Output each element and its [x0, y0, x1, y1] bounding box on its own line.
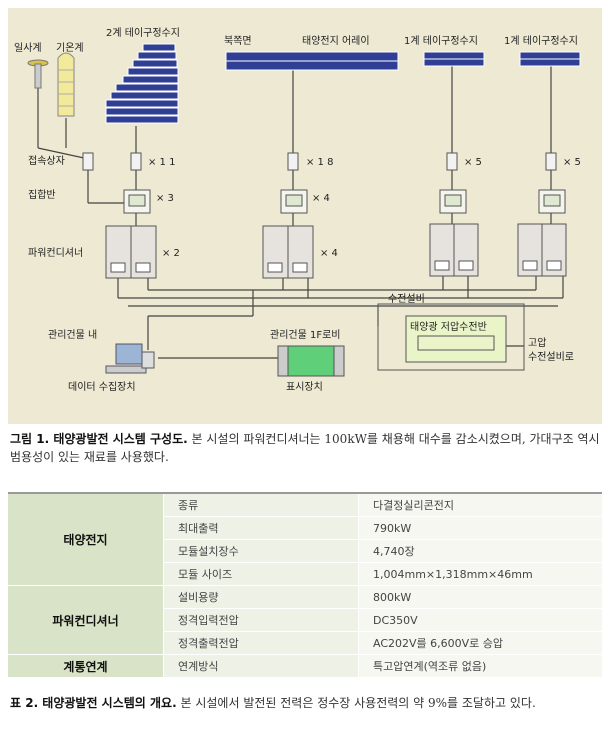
table-caption: 표 2. 태양광발전 시스템의 개요. 본 시설에서 발전된 전력은 정수장 사…: [10, 694, 600, 712]
overview-table: 태양전지 종류 다결정실리콘전지 최대출력 790kW 모듈설치장수 4,740…: [8, 492, 602, 678]
label-north: 북쪽면: [224, 35, 252, 47]
table-item: 연계방식: [163, 654, 359, 678]
table-row: 파워컨디셔너 설비용량 800kW: [8, 585, 602, 655]
table-item: 모듈 사이즈: [163, 562, 359, 586]
table-row: 정격출력전압 AC202V를 6,600V로 승압: [8, 631, 602, 655]
display-icon: [277, 345, 345, 377]
collector-panels: [123, 189, 566, 214]
table-item: 종류: [163, 492, 359, 517]
label-mult-a4: × 5: [563, 157, 581, 168]
table-category: 태양전지: [8, 492, 164, 586]
solar-array-2: [225, 51, 399, 71]
table-row: 모듈설치장수 4,740장: [8, 539, 602, 563]
label-receiving-facility: 수전설비: [388, 293, 425, 305]
table-category: 파워컨디셔너: [8, 585, 164, 655]
label-lowvoltage-panel: 태양광 저압수전반: [410, 320, 487, 333]
label-mult-c1: × 2: [162, 248, 180, 259]
table-value: 4,740장: [358, 539, 602, 563]
label-mult-c2: × 4: [320, 248, 338, 259]
label-array2: 태양전지 어레이: [302, 35, 370, 47]
thermometer-icon: [57, 52, 75, 117]
figure-caption-text: 본 시설의 파워컨디셔너는 100kW를 채용해 대수를 감소시켰으며, 가대구…: [10, 432, 600, 464]
table-row: 태양전지 종류 다결정실리콘전지: [8, 492, 602, 586]
label-highvoltage-2: 수전설비로: [528, 351, 574, 363]
table-row: 정격입력전압 DC350V: [8, 608, 602, 632]
solar-array-4: [519, 51, 581, 67]
label-mult-a1: × 1 1: [148, 157, 175, 168]
solar-array-1: [105, 43, 179, 124]
label-display: 표시장치: [286, 381, 323, 393]
label-mult-b1: × 3: [156, 193, 174, 204]
label-array1: 2계 테이구정수지: [106, 27, 180, 39]
table-value: 특고압연계(역조류 없음): [358, 654, 602, 678]
overview-table-panel: 태양전지 종류 다결정실리콘전지 최대출력 790kW 모듈설치장수 4,740…: [8, 492, 602, 686]
table-row: 최대출력 790kW: [8, 516, 602, 540]
table-value: DC350V: [358, 608, 602, 632]
label-lobby: 관리건물 1F로비: [270, 329, 341, 341]
table-value: 다결정실리콘전지: [358, 492, 602, 517]
solar-array-3: [423, 51, 485, 67]
figure-caption-label: 그림 1. 태양광발전 시스템 구성도.: [10, 432, 188, 446]
label-junction-box: 접속상자: [28, 155, 65, 167]
table-caption-label: 표 2. 태양광발전 시스템의 개요.: [10, 696, 177, 710]
table-row: 모듈 사이즈 1,004mm×1,318mm×46mm: [8, 562, 602, 586]
label-highvoltage-1: 고압: [528, 336, 546, 349]
label-collector-panel: 집합반: [28, 189, 56, 201]
table-category: 계통연계: [8, 654, 164, 678]
table-item: 정격출력전압: [163, 631, 359, 655]
label-data-collector: 데이터 수집장치: [68, 381, 136, 393]
label-thermometer: 기온계: [56, 42, 84, 54]
table-caption-text: 본 시설에서 발전된 전력은 정수장 사용전력의 약 9%를 조달하고 있다.: [180, 696, 536, 710]
label-mult-a3: × 5: [464, 157, 482, 168]
label-array4: 1계 테이구정수지: [504, 35, 578, 47]
label-mult-a2: × 1 8: [306, 157, 333, 168]
table-value: 1,004mm×1,318mm×46mm: [358, 562, 602, 586]
label-sunshine-meter: 일사계: [14, 42, 42, 54]
system-diagram: 일사계 기온계 2계 테이구정수지 북쪽면 태양전지 어레이 1계 테이구정수지…: [8, 8, 602, 424]
computer-icon: [105, 343, 155, 374]
figure-caption: 그림 1. 태양광발전 시스템 구성도. 본 시설의 파워컨디셔너는 100kW…: [10, 430, 600, 466]
label-power-conditioner: 파워컨디셔너: [28, 246, 83, 259]
label-array3: 1계 테이구정수지: [404, 35, 478, 47]
sunshine-meter-icon: [27, 59, 49, 89]
table-value: AC202V를 6,600V로 승압: [358, 631, 602, 655]
label-mgmt-building: 관리건물 내: [48, 329, 97, 341]
table-value: 800kW: [358, 585, 602, 609]
wiring: [37, 66, 564, 359]
junction-boxes: [82, 152, 557, 171]
table-item: 최대출력: [163, 516, 359, 540]
table-item: 모듈설치장수: [163, 539, 359, 563]
table-value: 790kW: [358, 516, 602, 540]
table-item: 정격입력전압: [163, 608, 359, 632]
power-conditioner-icons: [105, 223, 567, 279]
table-item: 설비용량: [163, 585, 359, 609]
label-mult-b2: × 4: [312, 193, 330, 204]
receiving-facility-box: [377, 303, 525, 371]
table-row: 계통연계 연계방식 특고압연계(역조류 없음): [8, 654, 602, 678]
